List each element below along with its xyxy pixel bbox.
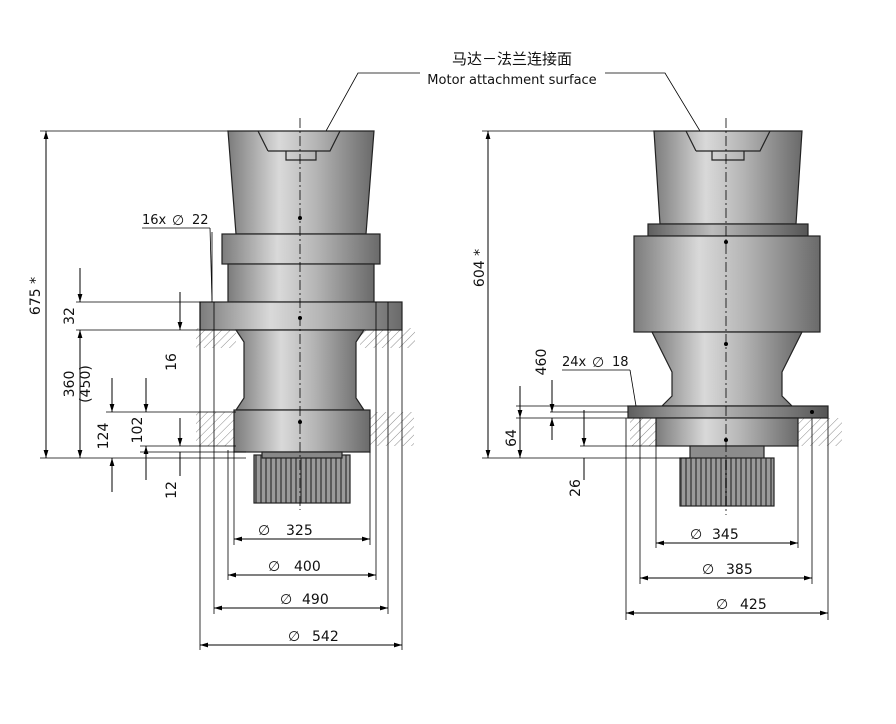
left-gearbox [40, 118, 415, 650]
dim-400: 400 [294, 559, 321, 575]
hatch-area [630, 418, 658, 446]
upper-housing [227, 263, 375, 303]
dim-604: 604 * [472, 249, 488, 287]
dia-symbol: ∅ [702, 562, 714, 578]
dia-symbol: ∅ [288, 629, 300, 645]
dim-64: 64 [504, 429, 520, 447]
lower-housing [655, 417, 799, 447]
motor-adapter [653, 130, 803, 225]
hole-dia-left: 22 [192, 213, 209, 228]
leader-left [325, 72, 420, 132]
pinion-gear [679, 457, 775, 507]
dia-symbol: ∅ [280, 592, 292, 608]
dim-675: 675 * [28, 277, 44, 315]
upper-ring [647, 223, 809, 237]
leader-right [605, 72, 701, 132]
dim-345: 345 [712, 527, 739, 543]
right-gearbox [482, 118, 842, 620]
mounting-flange [627, 405, 829, 419]
dim-26: 26 [568, 479, 584, 497]
dia-symbol: ∅ [716, 597, 728, 613]
hole-count-right: 24x [562, 355, 587, 370]
upper-ring [221, 233, 381, 265]
hatch-area [196, 328, 236, 348]
dim-124: 124 [96, 423, 112, 450]
dim-425: 425 [740, 597, 767, 613]
dim-490: 490 [302, 592, 329, 608]
hole-dia-right: 18 [612, 355, 629, 370]
hatch-area [360, 328, 415, 348]
mounting-flange [199, 301, 403, 331]
dim-542: 542 [312, 629, 339, 645]
dia-symbol: ∅ [172, 213, 184, 229]
dia-symbol: ∅ [690, 527, 702, 543]
dim-460: 460 [534, 349, 550, 376]
left-dimensions: 675 * 32 360 (450) 124 102 16 12 16x ∅ 2… [28, 131, 402, 648]
title-cn: 马达－法兰连接面 [452, 50, 572, 68]
main-housing [633, 235, 821, 333]
lower-housing [233, 409, 371, 453]
right-dimensions: 604 * 64 460 26 24x ∅ 18 ∅ 345 ∅ 385 ∅ 4… [472, 131, 828, 616]
pinion-gear [253, 454, 351, 504]
dim-450: (450) [78, 365, 94, 403]
title-en: Motor attachment surface [427, 73, 596, 88]
dia-symbol: ∅ [258, 523, 270, 539]
dim-360: 360 [62, 371, 78, 398]
dia-symbol: ∅ [268, 559, 280, 575]
dim-102: 102 [130, 417, 146, 444]
hatch-area [796, 418, 842, 446]
dim-385: 385 [726, 562, 753, 578]
dim-12: 12 [164, 481, 180, 499]
hatch-area [364, 412, 414, 446]
hatch-area [196, 412, 238, 446]
dim-325: 325 [286, 523, 313, 539]
hole-count-left: 16x [142, 213, 167, 228]
dim-32: 32 [62, 307, 78, 325]
dia-symbol: ∅ [592, 355, 604, 371]
dim-16: 16 [164, 353, 180, 371]
